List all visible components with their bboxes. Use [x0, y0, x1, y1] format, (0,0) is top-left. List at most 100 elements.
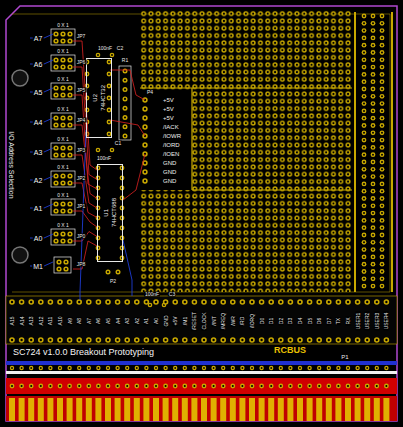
drill-hole [372, 227, 374, 229]
drill-hole [381, 176, 383, 178]
drill-hole [222, 339, 224, 341]
silkscreen-label: A10 [58, 316, 63, 327]
drill-hole [372, 44, 374, 46]
pad [53, 115, 58, 120]
drill-hole [372, 161, 374, 163]
pad [307, 384, 312, 389]
drill-hole [372, 190, 374, 192]
drill-hole [62, 40, 64, 42]
pad [115, 384, 120, 389]
pad [268, 337, 274, 343]
pad [279, 366, 283, 370]
silkscreen-label: P2 [109, 279, 117, 284]
pad [371, 123, 376, 128]
silkscreen-label: A4 [33, 119, 44, 126]
pad [106, 384, 111, 389]
copper-trace [73, 232, 97, 242]
drill-hole [69, 66, 71, 68]
mounting-hole [12, 247, 28, 263]
pad [278, 299, 284, 305]
pad [67, 85, 72, 90]
silkscreen-label: A3 [125, 317, 130, 325]
pad [29, 366, 33, 370]
drill-hole [212, 301, 214, 303]
pad [326, 384, 331, 389]
drill-hole [55, 147, 57, 149]
drill-hole [366, 385, 368, 387]
pad [355, 366, 359, 370]
drill-hole [55, 175, 57, 177]
drill-hole [88, 385, 90, 387]
pad [142, 124, 147, 129]
drill-hole [280, 339, 282, 341]
proto-grid [140, 10, 352, 292]
pad [67, 152, 72, 157]
pad [96, 53, 101, 58]
drill-hole [381, 139, 383, 141]
pad [362, 225, 367, 230]
drill-hole [69, 117, 71, 119]
edge-finger [67, 398, 73, 421]
drill-hole [165, 385, 167, 387]
silkscreen-label: 0 X 1 [56, 49, 70, 54]
pad [288, 366, 292, 370]
pad [192, 366, 196, 370]
pad [362, 262, 367, 267]
drill-hole [97, 149, 99, 151]
pad [60, 152, 65, 157]
drill-hole [107, 301, 109, 303]
pad [362, 284, 367, 289]
drill-hole [78, 301, 80, 303]
drill-hole [49, 301, 51, 303]
pad [371, 211, 376, 216]
pad [53, 64, 58, 69]
copper-trace [73, 183, 97, 218]
drill-hole [69, 33, 71, 35]
drill-hole [21, 385, 23, 387]
pad [60, 173, 65, 178]
edge-finger [47, 398, 53, 421]
pad [76, 299, 82, 305]
drill-hole [108, 61, 110, 63]
pad [268, 299, 274, 305]
pad [125, 366, 129, 370]
drill-hole [372, 176, 374, 178]
drill-hole [184, 301, 186, 303]
chip-label: 74HCT32 [100, 85, 106, 111]
pad [362, 218, 367, 223]
drill-hole [174, 367, 176, 369]
pad [362, 57, 367, 62]
pad [371, 130, 376, 135]
chip-label: U1 [103, 209, 109, 217]
edge-finger [115, 398, 121, 421]
jumper-outline [51, 199, 75, 215]
drill-hole [65, 268, 67, 270]
drill-hole [308, 339, 310, 341]
drill-hole [363, 241, 365, 243]
drill-hole [144, 162, 146, 164]
drill-hole [55, 59, 57, 61]
pad [56, 259, 61, 264]
pad [183, 366, 187, 370]
pad [380, 65, 385, 70]
silkscreen-label: A8 [77, 317, 82, 325]
pad [60, 38, 65, 43]
pad [163, 299, 169, 305]
edge-connector [6, 396, 397, 421]
pad [53, 180, 58, 185]
pad [60, 57, 65, 62]
pad [107, 96, 112, 101]
drill-hole [69, 385, 71, 387]
pad [240, 366, 244, 370]
pad [371, 189, 376, 194]
silkscreen-label: USER3 [374, 312, 379, 331]
pad [362, 196, 367, 201]
drill-hole [372, 95, 374, 97]
copper-trace [73, 211, 97, 227]
silkscreen-label: 0 X 1 [56, 223, 70, 228]
chip-label: 74HCT688 [111, 198, 117, 227]
pad [10, 366, 14, 370]
pad [142, 106, 147, 111]
pad [362, 123, 367, 128]
drill-hole [88, 301, 90, 303]
